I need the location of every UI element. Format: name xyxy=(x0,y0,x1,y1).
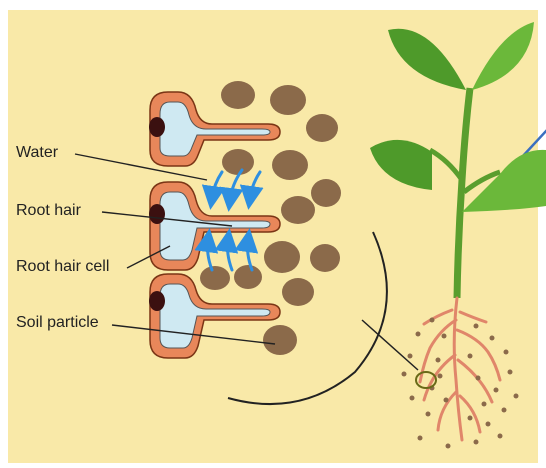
nucleus xyxy=(149,291,165,311)
soil-particle xyxy=(222,149,254,175)
soil-particle xyxy=(200,266,230,290)
leaf xyxy=(370,140,432,190)
soil-particle xyxy=(310,244,340,272)
label-soil-particle: Soil particle xyxy=(16,314,99,332)
leaf xyxy=(462,150,546,212)
nucleus xyxy=(149,117,165,137)
water-arrow-icon xyxy=(208,240,213,270)
soil-particle xyxy=(281,196,315,224)
nucleus xyxy=(149,204,165,224)
soil-particle xyxy=(282,278,314,306)
soil-particle xyxy=(234,265,262,289)
soil-particle xyxy=(311,179,341,207)
label-root-hair-cell: Root hair cell xyxy=(16,258,109,276)
water-arrow-icon xyxy=(212,172,222,198)
root-hair-cell-middle xyxy=(149,182,280,270)
soil-particle xyxy=(263,325,297,355)
label-water: Water xyxy=(16,144,58,162)
soil-particle xyxy=(270,85,306,115)
magnification-connector xyxy=(362,320,418,370)
plant-illustration xyxy=(370,22,546,449)
plant-stem xyxy=(457,88,470,298)
leaf xyxy=(472,22,534,90)
root-hair-cell-top xyxy=(149,92,280,166)
water-arrow-icon xyxy=(228,240,233,270)
water-arrow-icon xyxy=(250,172,260,198)
soil-particle xyxy=(306,114,338,142)
soil-particle xyxy=(264,241,300,273)
soil-particle xyxy=(221,81,255,109)
leaf xyxy=(388,29,466,90)
label-root-hair: Root hair xyxy=(16,202,81,220)
soil-particle xyxy=(272,150,308,180)
